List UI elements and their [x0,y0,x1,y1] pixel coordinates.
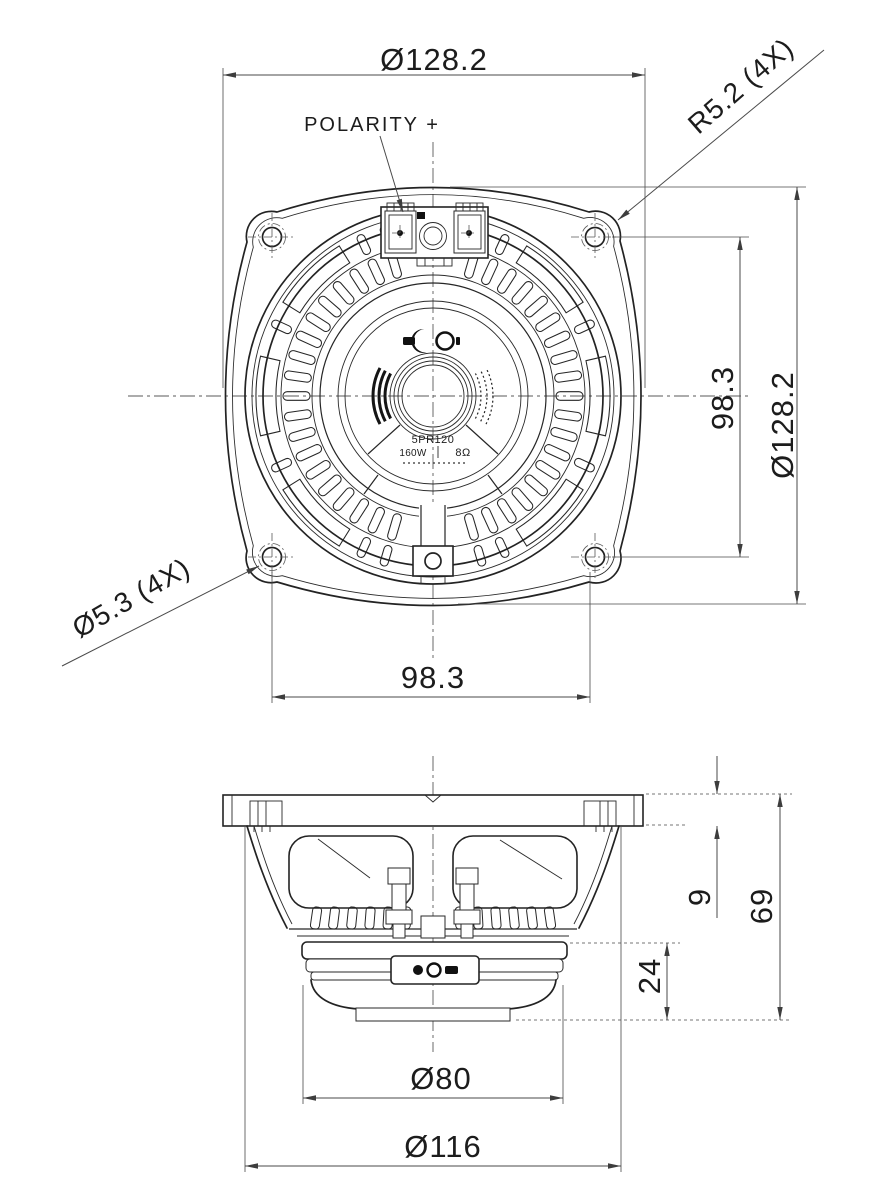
frame-bottom-hole [424,552,442,570]
terminal-block [380,202,489,267]
magnet-assembly [301,941,568,1022]
front-dimensions: Ø128.2 POLARITY + R5.2 (4X) 98.3 Ø128.2 … [61,32,825,703]
back-cup-right [507,979,557,1010]
dim-flange-height: Ø128.2 [765,371,800,479]
mounting-holes [248,213,619,581]
mounting-hole-bottom-right [571,533,619,581]
dim-magnet-diameter: Ø80 [410,1061,472,1096]
corner-radius-label: R5.2 (4X) [682,32,800,140]
side-flange [222,794,644,832]
mount-hole-leader [61,565,260,667]
cone-label: 5PR120 160W 8Ω [399,434,470,464]
back-cup-left [310,979,359,1010]
dim-hole-spacing-vertical: 98.3 [705,366,740,430]
brand-logo [403,328,460,353]
magnet-label-plate [390,955,480,985]
front-view: 5PR120 160W 8Ω [128,142,748,662]
dim-total-depth: 69 [744,888,779,924]
polarity-leader [379,135,404,213]
back-cup-base [355,1007,511,1022]
dim-magnet-height: 24 [632,958,667,994]
mount-hole-label: Ø5.3 (4X) [67,552,195,644]
basket-window-right [452,835,578,909]
mounting-hole-top-left [248,213,296,261]
bottom-strut [412,505,454,584]
side-dimensions: 9 69 24 Ø80 Ø116 [244,756,792,1172]
polarity-plus-mark [417,212,425,219]
impedance-text: 8Ω [455,447,470,459]
basket-window-left [288,835,414,909]
polarity-label: POLARITY + [304,114,440,136]
corner-radius-leader [617,49,825,221]
basket-vent-slots [255,225,611,567]
wave-marks [371,367,494,425]
flange-outline [224,186,642,607]
flange-inner-edge [232,194,635,599]
cone-seams [363,424,503,495]
mounting-hole-top-right [571,213,619,261]
model-text: 5PR120 [412,434,455,446]
power-text: 160W [399,448,427,459]
frame-top-hole [419,222,447,250]
dim-flange-thickness: 9 [682,888,717,906]
side-view [222,756,644,1052]
dim-basket-diameter: Ø116 [404,1129,482,1164]
side-terminal-lugs [385,867,481,939]
dim-flange-width: Ø128.2 [380,42,488,77]
dim-hole-spacing-horizontal: 98.3 [401,660,465,695]
